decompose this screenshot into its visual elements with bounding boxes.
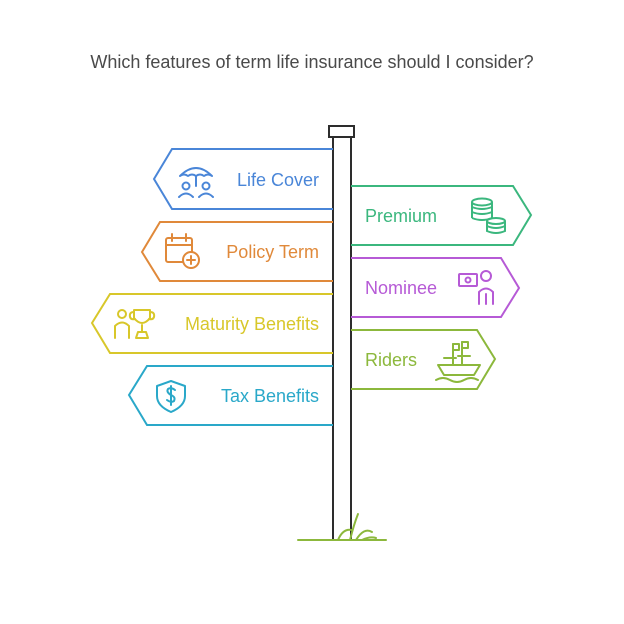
sign-label-premium: Premium [365,206,437,226]
sign-tax-benefits: Tax Benefits [127,365,333,426]
person-trophy-icon [114,309,156,339]
sign-label-riders: Riders [365,350,417,370]
sign-label-maturity-benefits: Maturity Benefits [185,314,319,334]
sign-nominee: Nominee [351,257,521,318]
shield-dollar-icon [156,380,186,413]
sign-label-tax-benefits: Tax Benefits [221,386,319,406]
sign-policy-term: Policy Term [140,221,333,282]
sign-label-life-cover: Life Cover [237,170,319,190]
person-money-icon [458,270,494,305]
sign-label-nominee: Nominee [365,278,437,298]
ship-flags-icon [435,341,481,383]
diagram-title: Which features of term life insurance sh… [90,52,534,72]
coins-stack-icon [471,197,506,234]
umbrella-family-icon [178,167,214,198]
ground-grass [297,513,387,541]
signpost-pole [328,125,355,541]
sign-maturity-benefits: Maturity Benefits [90,293,333,354]
sign-premium: Premium [351,185,533,246]
sign-life-cover: Life Cover [152,148,333,210]
sign-label-policy-term: Policy Term [226,242,319,262]
calendar-plus-icon [165,233,200,269]
sign-riders: Riders [351,329,497,390]
